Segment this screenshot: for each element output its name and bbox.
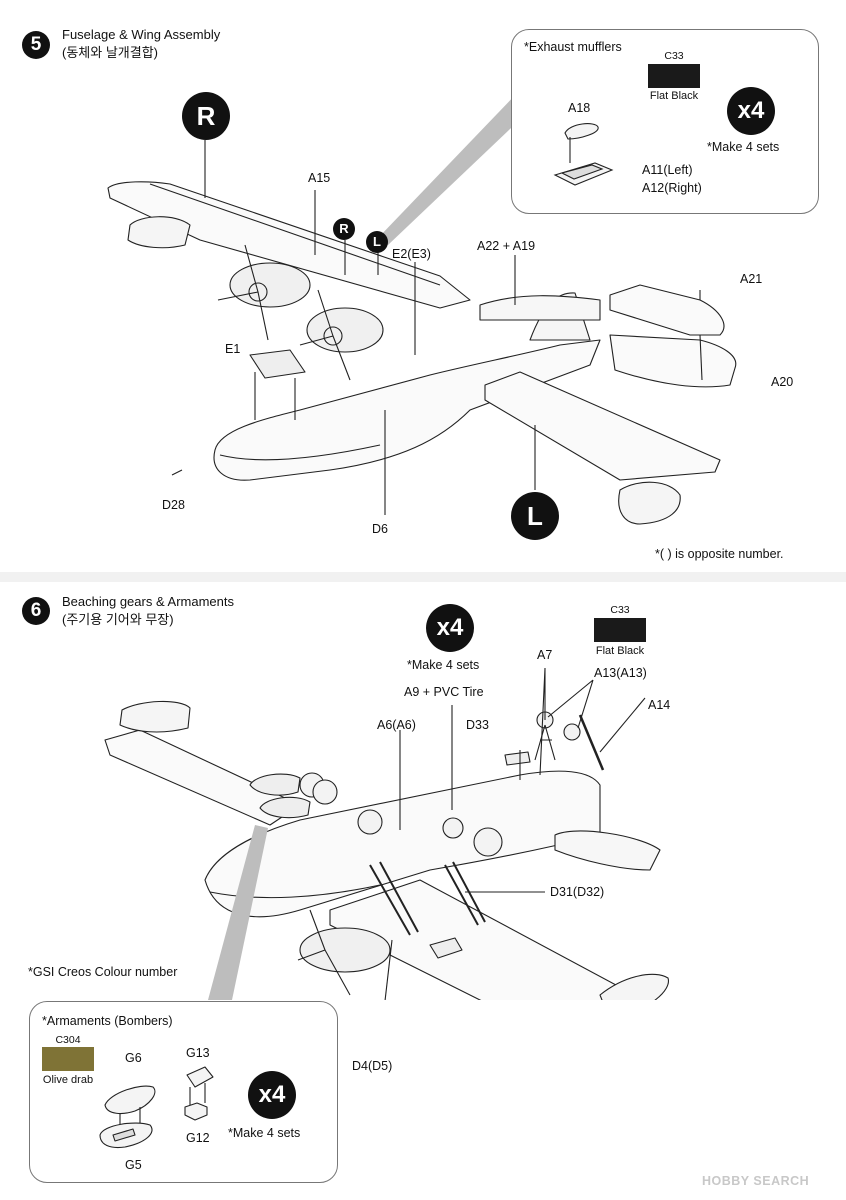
armaments-callout-title: *Armaments (Bombers): [42, 1014, 173, 1028]
label-d28: D28: [162, 498, 185, 512]
label-d4: D4(D5): [352, 1059, 393, 1073]
muffler-parts-drawing: [553, 123, 614, 186]
exhaust-mufflers-title: *Exhaust mufflers: [524, 40, 622, 54]
hobby-search-watermark: HOBBY SEARCH: [702, 1174, 810, 1188]
step-6-c33-code: C33: [610, 604, 630, 616]
label-d6: D6: [372, 522, 388, 536]
opposite-number-footnote: *( ) is opposite number.: [655, 547, 784, 561]
label-a7: A7: [537, 648, 553, 662]
step-5-number: 5: [22, 31, 50, 59]
marker-left-small: L: [366, 231, 388, 253]
step-6-flat-black-name: Flat Black: [595, 645, 645, 657]
label-a20: A20: [771, 375, 794, 389]
step-6-flat-black-swatch: [594, 618, 646, 642]
olive-drab-swatch: [42, 1047, 94, 1071]
label-a6: A6(A6): [377, 718, 416, 732]
part-g6-label: G6: [125, 1051, 142, 1065]
flat-black-name: Flat Black: [649, 90, 699, 102]
gsi-colour-note: *GSI Creos Colour number: [28, 965, 178, 979]
multiplier-x4-badge: x4: [727, 87, 775, 135]
step-6-title: Beaching gears & Armaments: [62, 594, 234, 609]
step-5-subtitle: (동체와 날개결합): [62, 45, 158, 60]
armaments-make-4-sets: *Make 4 sets: [228, 1126, 301, 1140]
label-a13: A13(A13): [594, 666, 647, 680]
marker-left-large: L: [511, 492, 559, 540]
part-g5-label: G5: [125, 1158, 142, 1172]
make-4-sets-note: *Make 4 sets: [707, 140, 780, 154]
c33-code-label: C33: [664, 50, 684, 62]
label-d33: D33: [466, 718, 489, 732]
label-a9: A9 + PVC Tire: [404, 685, 484, 699]
part-a18-label: A18: [568, 101, 591, 115]
label-a21: A21: [740, 272, 763, 286]
label-a22: A22 + A19: [477, 239, 536, 253]
label-a14: A14: [648, 698, 671, 712]
section-divider: [0, 572, 846, 582]
bomb-parts-drawing: [99, 1066, 214, 1149]
part-a11-label: A11(Left): [642, 163, 693, 177]
part-a12-label: A12(Right): [642, 181, 702, 195]
label-a15: A15: [308, 171, 331, 185]
step-6-make-4-sets: *Make 4 sets: [407, 658, 480, 672]
flat-black-swatch: [648, 64, 700, 88]
marker-right-small: R: [333, 218, 355, 240]
part-g13-label: G13: [186, 1046, 210, 1060]
step-6-assembly-drawing: [104, 667, 669, 1000]
step-6-multiplier-badge: x4: [426, 604, 474, 652]
step-5-assembly-drawing: [107, 90, 737, 525]
label-e1: E1: [225, 342, 241, 356]
part-g12-label: G12: [186, 1131, 210, 1145]
marker-right-large: R: [182, 92, 230, 140]
armaments-multiplier-badge: x4: [248, 1071, 296, 1119]
step-6-subtitle: (주기용 기어와 무장): [62, 612, 174, 627]
c304-code-label: C304: [55, 1034, 81, 1046]
label-d31: D31(D32): [550, 885, 605, 899]
olive-drab-name: Olive drab: [42, 1074, 94, 1086]
step-5-title: Fuselage & Wing Assembly: [62, 27, 221, 42]
label-e2: E2(E3): [392, 247, 431, 261]
step-6-number: 6: [22, 597, 50, 625]
